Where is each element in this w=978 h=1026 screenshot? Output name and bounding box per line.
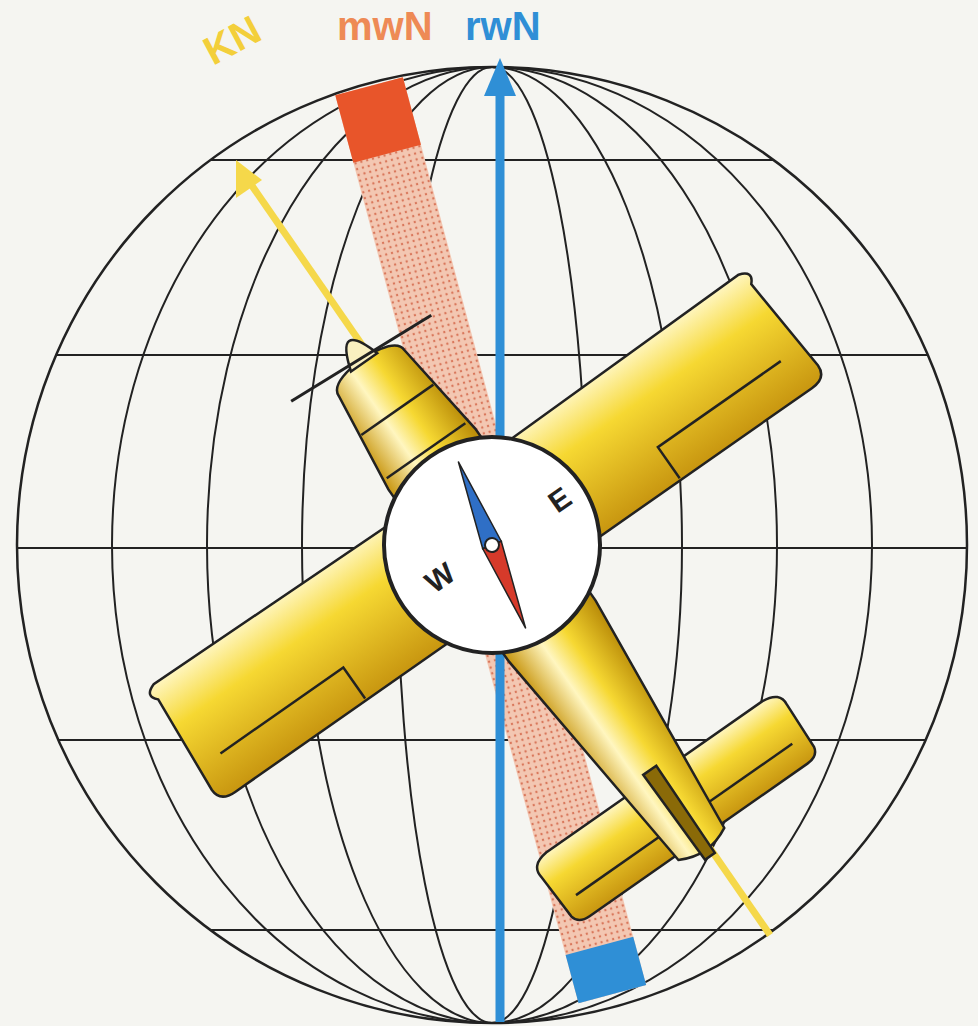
globe-grid	[0, 67, 978, 1023]
true-north-label: rwN	[465, 6, 541, 46]
compass-north-label: KN	[197, 9, 267, 71]
airplane	[46, 129, 978, 1026]
magnetic-north-label: mwN	[337, 6, 433, 46]
compass-needle	[449, 458, 535, 632]
compass-north-line	[236, 160, 770, 935]
